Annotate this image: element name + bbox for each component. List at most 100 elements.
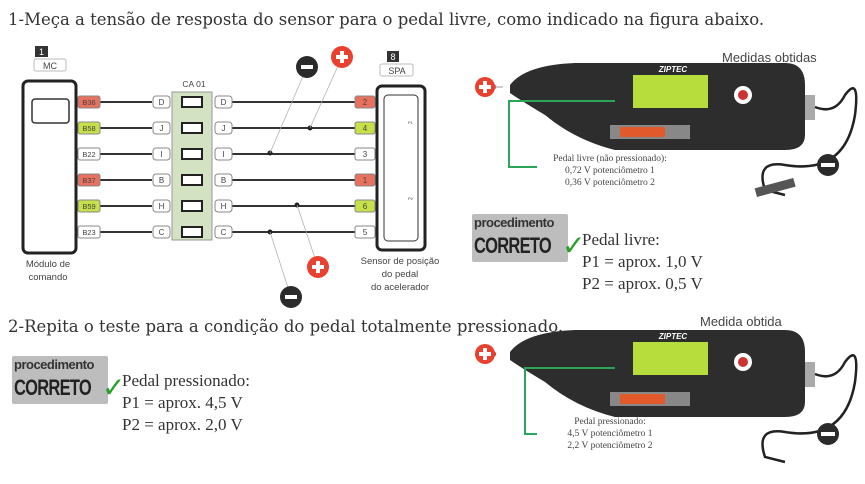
check-icon: ✓ — [102, 371, 126, 404]
probe-lead — [269, 66, 308, 154]
ca-pin-right — [214, 95, 233, 109]
probe-lead — [309, 56, 343, 129]
ca-pin-right — [214, 199, 233, 213]
spa-label-box — [379, 63, 414, 77]
mc-number: 1 — [39, 47, 44, 57]
ca-pin-left — [152, 147, 171, 161]
badge-line-2: CORRETO — [474, 233, 552, 258]
ca-pin-label: C — [159, 228, 165, 237]
spa-caption: do acelerador — [371, 282, 429, 293]
mc-pin-box — [77, 147, 101, 161]
badge-line-1: procedimento — [14, 357, 94, 372]
mc-label-box — [33, 58, 67, 72]
plus-bar — [316, 261, 320, 273]
spa-pin-box — [354, 147, 376, 161]
meter-1-brand: ZIPTEC — [658, 65, 688, 74]
probe-lead — [269, 231, 292, 298]
result-pedal-pressionado: Pedal pressionado: P1 = aprox. 4,5 V P2 = … — [122, 370, 250, 436]
control-module-box — [21, 79, 78, 255]
ca-pin-label: D — [159, 98, 165, 107]
terminal-icon — [181, 96, 203, 108]
spa-pin-box — [354, 173, 376, 187]
meter-1-caption: Medidas obtidas — [722, 50, 817, 65]
minus-probe-icon — [817, 423, 839, 445]
terminal-icon — [181, 200, 203, 212]
terminal-icon — [181, 226, 203, 238]
terminal-icon — [181, 148, 203, 160]
ca-pin-left — [152, 225, 171, 239]
mc-caption: comando — [28, 272, 67, 283]
ca-pin-right — [214, 173, 233, 187]
pedal-sensor-inner — [383, 94, 419, 242]
ca-pin-label: I — [222, 150, 224, 159]
spa-number-box — [387, 51, 399, 62]
ca-pin-label: J — [160, 124, 164, 133]
ca-pin-label: H — [159, 202, 165, 211]
minus-probe-icon — [817, 154, 839, 176]
meter-2-readings: Pedal pressionado: 4,5 V potenciômetro 1… — [505, 416, 715, 452]
ca-pin-left — [152, 173, 171, 187]
reading-title: Pedal livre (não pressionado): — [553, 154, 667, 164]
connector-ca01-box — [171, 91, 213, 241]
mc-pin-label: B36 — [82, 98, 95, 107]
meter-2-caption: Medida obtida — [700, 314, 782, 329]
ca-pin-right — [214, 147, 233, 161]
spa-pin-label: 2 — [363, 98, 368, 107]
ca-pin-right — [214, 121, 233, 135]
spa-pin-box — [354, 121, 376, 135]
ca-pin-left — [152, 95, 171, 109]
pedal-sensor-box — [375, 84, 427, 252]
mc-pin-label: B22 — [82, 150, 95, 159]
pot-p2-label: P2 — [408, 196, 414, 201]
multimeter-2-image: ZIPTEC — [475, 330, 858, 464]
ca-pin-label: J — [222, 124, 226, 133]
ca-pin-label: B — [159, 176, 164, 185]
mc-caption: Módulo de — [26, 259, 70, 270]
check-icon: ✓ — [562, 229, 586, 262]
spa-label: SPA — [388, 66, 405, 76]
chip-icon — [31, 98, 70, 124]
mc-pin-box — [77, 173, 101, 187]
plus-bar — [340, 51, 344, 63]
plus-probe-icon — [475, 77, 495, 97]
result-p1: P1 = aprox. 1,0 V — [582, 252, 703, 271]
ca-pin-left — [152, 121, 171, 135]
meter-1-readings: Pedal livre (não pressionado): 0,72 V po… — [505, 153, 715, 189]
spa-pin-box — [354, 95, 376, 109]
result-p2: P2 = aprox. 2,0 V — [122, 415, 243, 434]
spa-pin-box — [354, 225, 376, 239]
step-1-instruction: 1-Meça a tensão de resposta do sensor pa… — [8, 10, 765, 29]
minus-bar — [285, 295, 297, 299]
mc-pin-label: B58 — [82, 124, 95, 133]
ca-pin-left — [152, 199, 171, 213]
reading-title: Pedal pressionado: — [574, 417, 646, 427]
spa-pin-label: 3 — [363, 150, 368, 159]
spa-pin-label: 5 — [363, 228, 368, 237]
mc-label: MC — [43, 61, 57, 71]
mc-pin-box — [77, 199, 101, 213]
mc-pin-label: B23 — [82, 228, 95, 237]
result-p1: P1 = aprox. 4,5 V — [122, 393, 243, 412]
minus-bar — [301, 65, 313, 69]
mc-pin-label: B37 — [82, 176, 95, 185]
ca-pin-label: I — [160, 150, 162, 159]
mc-number-box — [35, 46, 48, 57]
plus-probe-icon — [475, 344, 495, 364]
spa-pin-label: 6 — [363, 202, 368, 211]
ca-pin-label: B — [221, 176, 226, 185]
mc-pin-box — [77, 121, 101, 135]
spa-pin-label: 4 — [363, 124, 368, 133]
reading-p2: 0,36 V potenciômetro 2 — [565, 178, 655, 188]
result-title: Pedal pressionado: — [122, 371, 250, 390]
result-title: Pedal livre: — [582, 230, 660, 249]
ca-pin-label: D — [221, 98, 227, 107]
ca-label: CA 01 — [182, 79, 205, 89]
spa-caption: Sensor de posição — [361, 256, 440, 267]
step-2-instruction: 2-Repita o teste para a condição do peda… — [8, 317, 564, 336]
meter-2-brand: ZIPTEC — [658, 332, 688, 341]
pot-p1-label: P1 — [408, 120, 414, 125]
